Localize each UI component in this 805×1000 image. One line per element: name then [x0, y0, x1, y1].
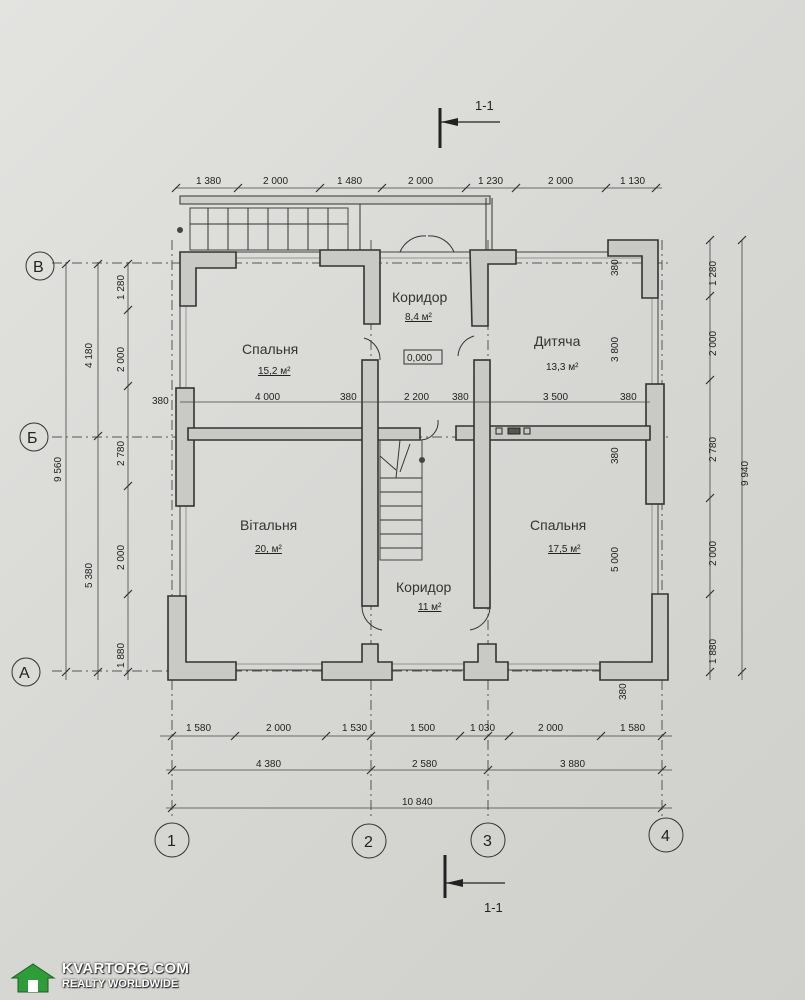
bottom-dim-3: 1 530	[342, 723, 367, 734]
row-axis-bubbles: В Б А	[11, 251, 55, 687]
inner-dim-wall-bottom-right: 380	[618, 683, 629, 700]
right-total-dim: 9 940	[740, 461, 751, 486]
right-dimension-chains: 1 280 2 000 2 780 2 000 1 880 9 940	[705, 235, 751, 680]
top-dim-2: 2 000	[263, 176, 288, 187]
room-area-corridor-2: 11 м²	[418, 602, 442, 613]
right-inner-dim-5: 1 880	[708, 639, 719, 664]
room-area-bedroom-2: 17,5 м²	[548, 544, 581, 555]
entrance-stairs	[177, 207, 349, 251]
inner-dim-wall-right: 380	[620, 392, 637, 403]
inner-dim-v-right-top: 3 800	[610, 337, 621, 362]
right-inner-dim-3: 2 780	[708, 437, 719, 462]
room-area-nursery: 13,3 м²	[546, 362, 579, 373]
left-inner-dim-4: 2 000	[116, 545, 127, 570]
section-mark-bottom: 1-1	[443, 855, 505, 915]
room-name-nursery: Дитяча	[534, 333, 581, 349]
level-mark: 0,000	[403, 349, 443, 365]
room-name-living-room: Вітальня	[240, 517, 297, 533]
bottom-dim-6: 2 000	[538, 723, 563, 734]
right-inner-dim-1: 1 280	[708, 261, 719, 286]
row-axis-a: А	[19, 665, 30, 682]
row-axis-b: Б	[27, 430, 38, 447]
house-icon	[10, 963, 56, 993]
bottom-dim-4: 1 500	[410, 723, 435, 734]
inner-dim-wall-2: 380	[340, 392, 357, 403]
top-dim-7: 1 130	[620, 176, 645, 187]
inner-dim-corridor: 2 200	[404, 392, 429, 403]
walls	[167, 239, 669, 681]
right-inner-dim-2: 2 000	[708, 331, 719, 356]
room-name-corridor-2: Коридор	[396, 579, 452, 595]
inner-dim-wall-top-right: 380	[610, 259, 621, 276]
top-dim-1: 1 380	[196, 176, 221, 187]
bottom-dim-5: 1 030	[470, 723, 495, 734]
inner-dim-right-room: 3 500	[543, 392, 568, 403]
room-name-bedroom-1: Спальня	[242, 341, 298, 357]
left-inner-dim-3: 2 780	[116, 441, 127, 466]
top-dim-5: 1 230	[478, 176, 503, 187]
row-axis-v: В	[33, 259, 44, 276]
internal-stairs	[379, 439, 425, 561]
col-axis-4: 4	[661, 828, 670, 845]
left-inner-dim-2: 2 000	[116, 347, 127, 372]
room-area-bedroom-1: 15,2 м²	[258, 366, 291, 377]
top-dim-3: 1 480	[337, 176, 362, 187]
inner-dim-wall-mid-right: 380	[610, 447, 621, 464]
room-name-corridor-1: Коридор	[392, 289, 448, 305]
col-axis-1: 1	[167, 833, 176, 850]
logo-title: KVARTORG.COM	[62, 960, 190, 977]
bottom-total-dim: 10 840	[402, 797, 433, 808]
left-mid-dim-2: 5 380	[84, 563, 95, 588]
level-mark-value: 0,000	[407, 353, 432, 364]
doors	[361, 235, 491, 631]
room-area-living-room: 20, м²	[255, 544, 283, 555]
top-dim-4: 2 000	[408, 176, 433, 187]
inner-dim-left-room: 4 000	[255, 392, 280, 403]
bottom-dim-axis-1-2: 4 380	[256, 759, 281, 770]
watermark-logo: KVARTORG.COM REALTY WORLDWIDE	[8, 958, 198, 996]
col-axis-2: 2	[364, 834, 373, 851]
left-inner-dim-1: 1 280	[116, 275, 127, 300]
room-labels: Спальня 15,2 м² Коридор 8,4 м² Дитяча 13…	[240, 289, 586, 613]
room-name-bedroom-2: Спальня	[530, 517, 586, 533]
bottom-dim-2: 2 000	[266, 723, 291, 734]
bottom-dimension-chains: 1 580 2 000 1 530 1 500 1 030 2 000 1 58…	[160, 723, 672, 813]
section-label-bottom: 1-1	[484, 900, 503, 915]
bottom-dim-axis-3-4: 3 880	[560, 759, 585, 770]
logo-subtitle: REALTY WORLDWIDE	[62, 978, 179, 990]
room-area-corridor-1: 8,4 м²	[405, 312, 433, 323]
left-inner-dim-5: 1 880	[116, 643, 127, 668]
inner-dim-wall-3: 380	[452, 392, 469, 403]
bottom-dim-1: 1 580	[186, 723, 211, 734]
terrace	[177, 195, 493, 252]
col-axis-3: 3	[483, 833, 492, 850]
left-total-dim: 9 560	[53, 457, 64, 482]
inner-dim-wall-left: 380	[152, 396, 169, 407]
left-mid-dim-1: 4 180	[84, 343, 95, 368]
section-mark-top: 1-1	[438, 98, 500, 148]
vent-symbol	[495, 427, 531, 435]
left-dimension-chains: 9 560 4 180 5 380 1 280 2 000 2 780 2 00…	[53, 259, 133, 680]
bottom-dim-7: 1 580	[620, 723, 645, 734]
inner-dimension-chain: 380 4 000 380 2 200 380 3 500 380 380 3 …	[152, 259, 650, 700]
column-axis-bubbles: 1 2 3 4	[154, 817, 684, 859]
section-label-top: 1-1	[475, 98, 494, 113]
bottom-dim-axis-2-3: 2 580	[412, 759, 437, 770]
right-inner-dim-4: 2 000	[708, 541, 719, 566]
inner-dim-v-right-bottom: 5 000	[610, 547, 621, 572]
top-dimension-chain: 1 380 2 000 1 480 2 000 1 230 2 000 1 13…	[171, 176, 662, 193]
top-dim-6: 2 000	[548, 176, 573, 187]
